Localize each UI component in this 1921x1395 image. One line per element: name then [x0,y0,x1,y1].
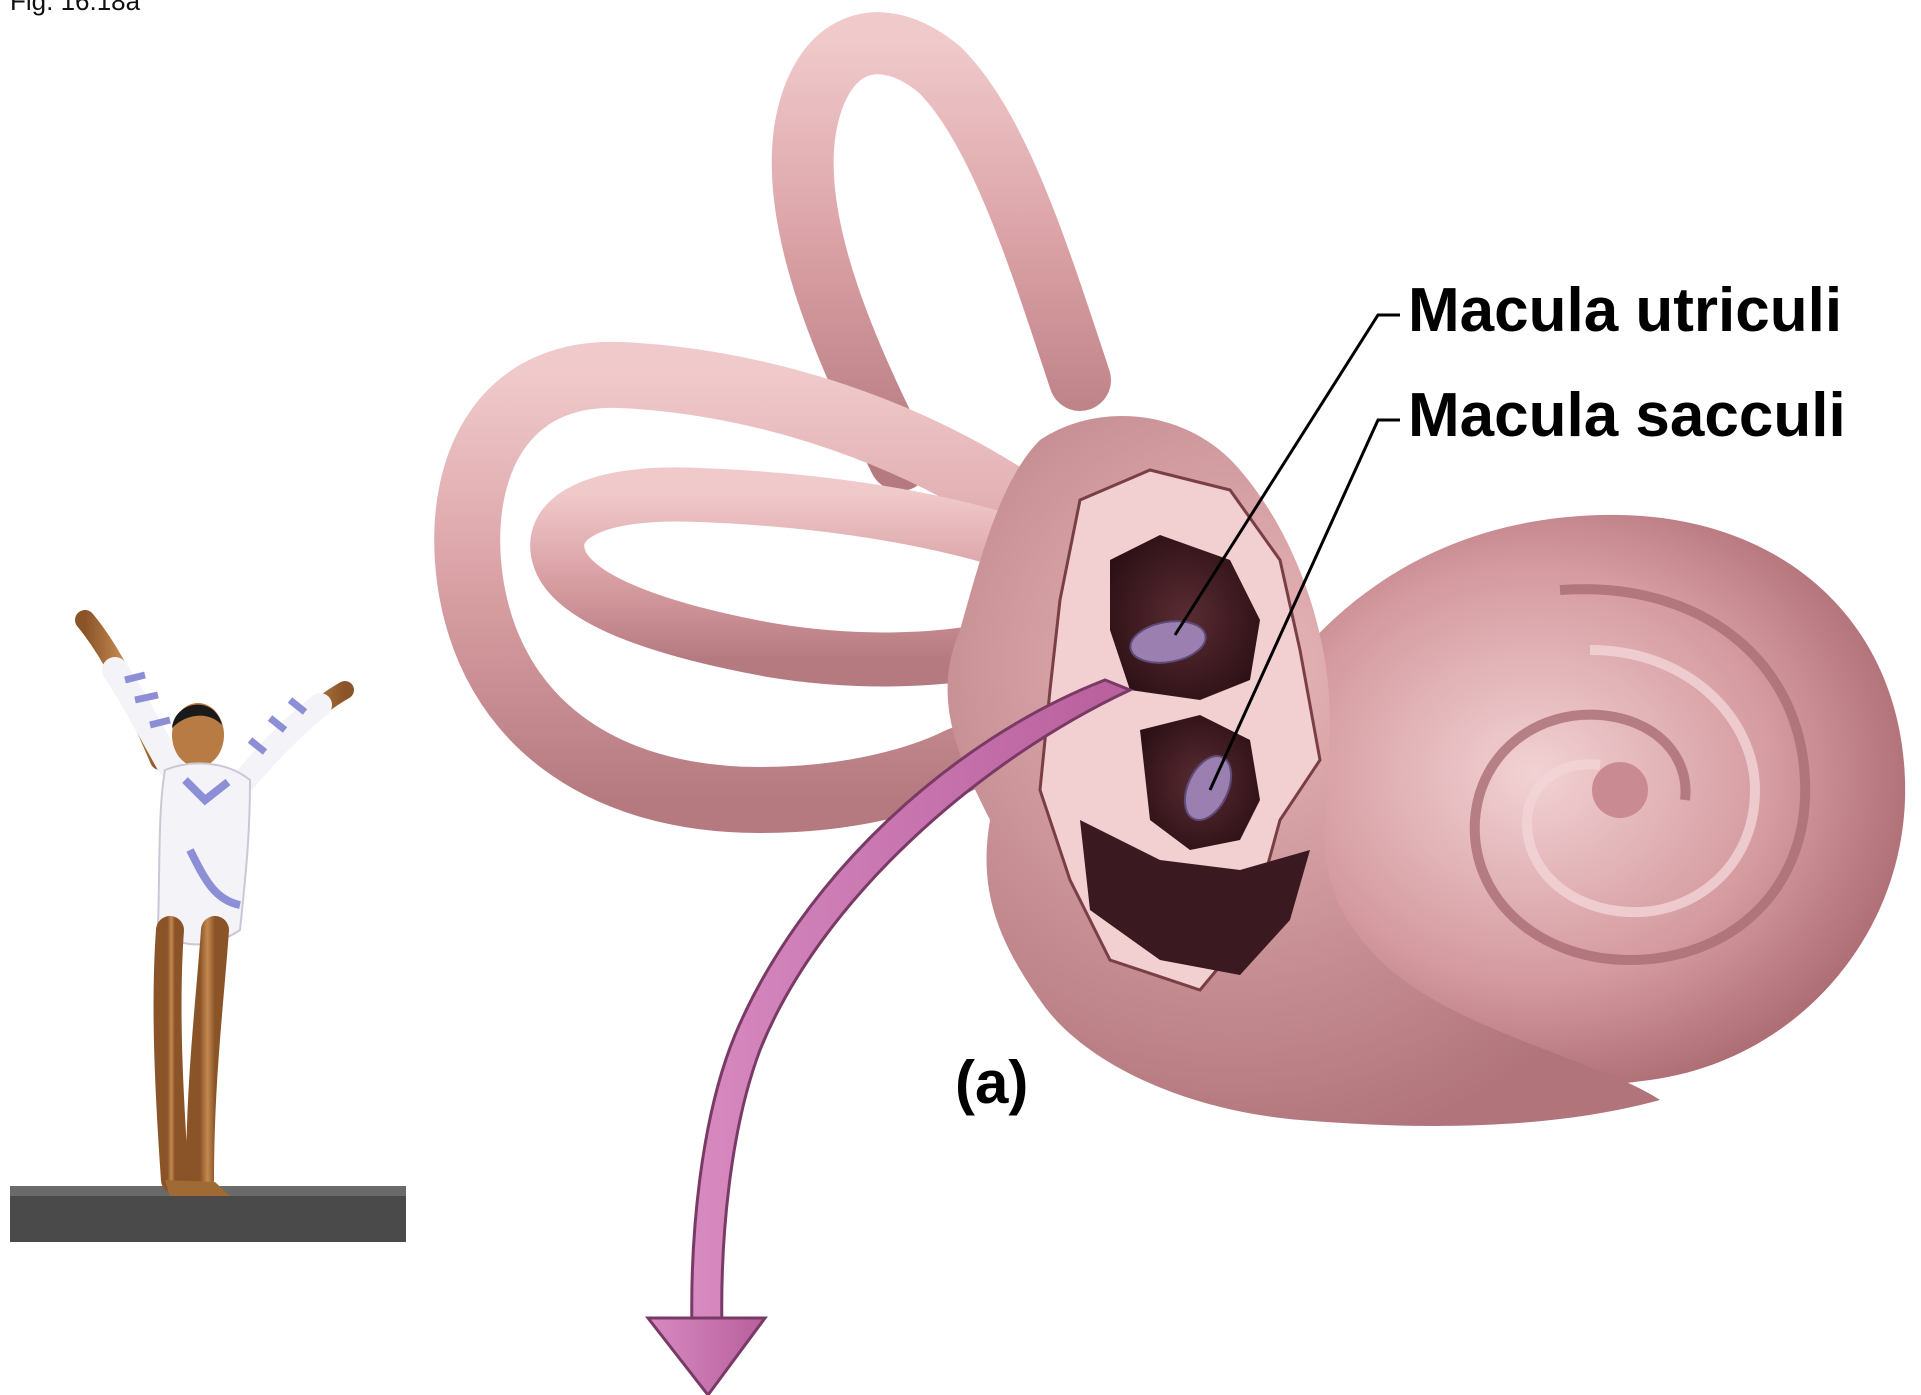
gymnast-illustration [10,620,406,1242]
label-macula-sacculi: Macula sacculi [1408,380,1846,451]
label-macula-utriculi: Macula utriculi [1408,275,1842,346]
panel-label: (a) [955,1048,1028,1117]
figure-number: Fig. 16.18a [10,0,140,17]
